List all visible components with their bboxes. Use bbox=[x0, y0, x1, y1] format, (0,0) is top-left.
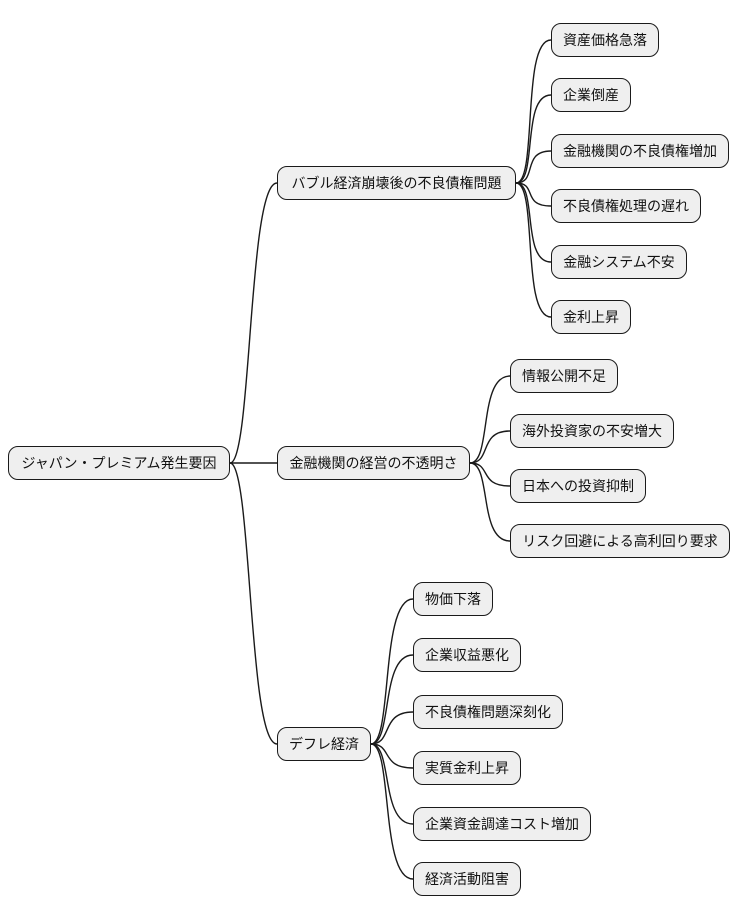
leaf-node: 海外投資家の不安増大 bbox=[510, 414, 674, 448]
leaf-node: 実質金利上昇 bbox=[413, 751, 521, 785]
connector-branch1-leaf bbox=[515, 150, 552, 184]
connector-branch2-leaf bbox=[469, 462, 511, 542]
branch-node-1: バブル経済崩壊後の不良債権問題 bbox=[277, 166, 516, 200]
connector-branch1-leaf bbox=[515, 94, 552, 184]
connector-branch1-leaf bbox=[515, 182, 552, 207]
leaf-node: 不良債権問題深刻化 bbox=[413, 695, 563, 729]
leaf-node: 金融システム不安 bbox=[551, 245, 687, 279]
connector-root-branch-1 bbox=[229, 182, 278, 464]
leaf-node: 物価下落 bbox=[413, 582, 493, 616]
leaf-node: 経済活動阻害 bbox=[413, 862, 521, 896]
leaf-node: 企業収益悪化 bbox=[413, 638, 521, 672]
leaf-node: 金利上昇 bbox=[551, 300, 631, 334]
leaf-node: 資産価格急落 bbox=[551, 23, 659, 57]
branch-node-2: 金融機関の経営の不透明さ bbox=[277, 446, 470, 480]
leaf-node: 情報公開不足 bbox=[510, 359, 618, 393]
branch-node-3: デフレ経済 bbox=[277, 727, 371, 761]
connector-branch2-leaf bbox=[469, 375, 511, 464]
connector-branch3-leaf bbox=[370, 711, 414, 745]
connector-branch2-leaf bbox=[469, 462, 511, 487]
leaf-node: リスク回避による高利回り要求 bbox=[510, 524, 730, 558]
connector-branch3-leaf bbox=[370, 598, 414, 745]
leaf-node: 日本への投資抑制 bbox=[510, 469, 646, 503]
connector-branch2-leaf bbox=[469, 430, 511, 464]
connector-root-branch-3 bbox=[229, 462, 278, 745]
connector-branch1-leaf bbox=[515, 39, 552, 184]
leaf-node: 金融機関の不良債権増加 bbox=[551, 134, 729, 168]
connector-branch3-leaf bbox=[370, 743, 414, 880]
connector-branch3-leaf bbox=[370, 743, 414, 769]
leaf-node: 企業資金調達コスト増加 bbox=[413, 807, 591, 841]
root-node: ジャパン・プレミアム発生要因 bbox=[8, 446, 230, 480]
leaf-node: 不良債権処理の遅れ bbox=[551, 189, 701, 223]
connector-branch1-leaf bbox=[515, 182, 552, 318]
connector-branch3-leaf bbox=[370, 654, 414, 745]
connector-branch1-leaf bbox=[515, 182, 552, 263]
leaf-node: 企業倒産 bbox=[551, 78, 631, 112]
connector-branch3-leaf bbox=[370, 743, 414, 825]
